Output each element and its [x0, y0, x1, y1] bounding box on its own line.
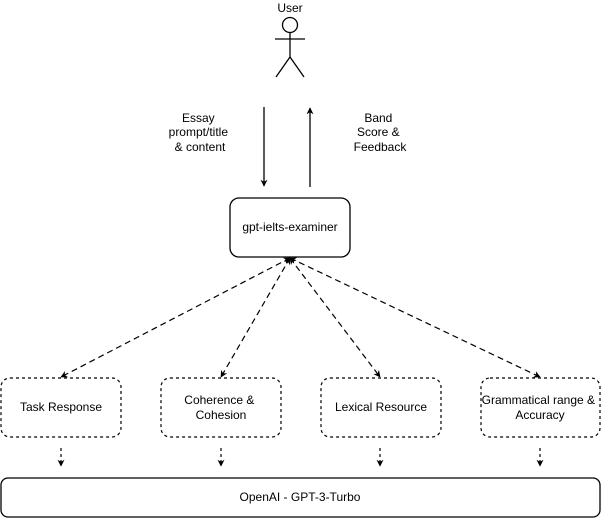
criterion-box — [0, 377, 122, 438]
criterion-label: Task Response — [20, 400, 102, 414]
fanout-arrow-grammatical — [289, 257, 541, 378]
criterion-label: Lexical Resource — [335, 400, 427, 414]
criterion-coherence-cohesion: Coherence & Cohesion — [160, 377, 282, 438]
criterion-box — [320, 377, 442, 438]
response-label: Band Score & Feedback — [354, 111, 408, 154]
request-label-line: prompt/title — [169, 125, 229, 139]
criterion-label: Coherence & Cohesion — [184, 393, 257, 422]
criterion-label-line: Accuracy — [515, 408, 564, 422]
response-label-line: Score & — [357, 125, 400, 139]
request-label-line: & content — [175, 140, 226, 154]
model-box — [0, 477, 601, 518]
criterion-grammatical-range: Grammatical range & Accuracy — [480, 377, 601, 438]
criterion-task-response: Task Response — [0, 377, 122, 438]
criterion-lexical-resource: Lexical Resource — [320, 377, 442, 438]
examiner-box — [229, 197, 351, 258]
criterion-label-line: Lexical Resource — [335, 400, 427, 414]
fanout-arrow-coherence — [220, 257, 291, 378]
criterion-box — [160, 377, 282, 438]
criterion-label-line: Coherence & — [184, 393, 254, 407]
criterion-label-line: Cohesion — [196, 408, 247, 422]
criterion-label-line: Grammatical range & — [482, 393, 595, 407]
request-label-line: Essay — [182, 111, 215, 125]
response-label-line: Band — [364, 111, 392, 125]
examiner-label: gpt-ielts-examiner — [242, 220, 337, 234]
response-label-line: Feedback — [354, 140, 408, 154]
request-label: Essay prompt/title & content — [169, 111, 232, 154]
fanout-arrow-lexical — [289, 257, 381, 378]
criterion-label-line: Task Response — [20, 400, 102, 414]
user-actor-icon — [275, 16, 305, 78]
criterion-label: Grammatical range & Accuracy — [482, 393, 599, 422]
criterion-box — [480, 377, 601, 438]
user-label: User — [277, 1, 302, 15]
fanout-arrow-task-response — [60, 257, 291, 378]
model-label: OpenAI - GPT-3-Turbo — [240, 490, 361, 504]
